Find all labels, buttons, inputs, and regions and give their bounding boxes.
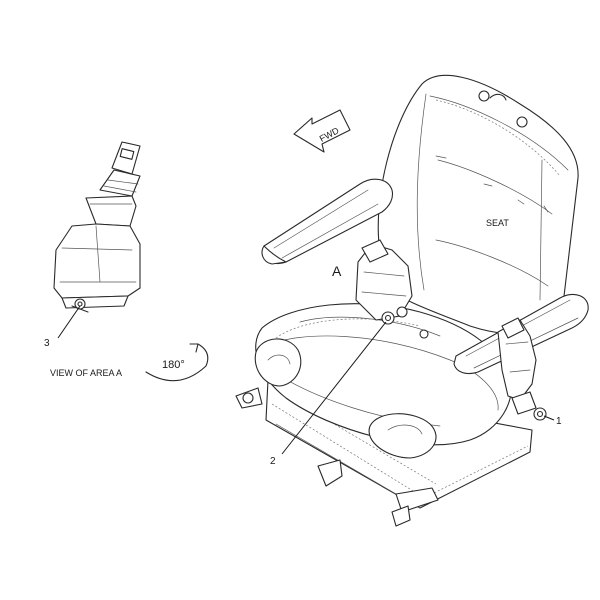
callout-1-leader	[543, 415, 555, 421]
forward-arrow-icon	[293, 109, 351, 153]
rotation-label: 180°	[162, 359, 185, 371]
rotation-arrow-icon	[145, 343, 209, 382]
callout-3-leader	[57, 305, 81, 339]
seat-illustration	[235, 74, 589, 527]
callout-2: 2	[270, 456, 276, 467]
retractor-detail-view	[53, 141, 141, 313]
view-of-area-a-label: VIEW OF AREA A	[50, 368, 122, 378]
area-a-label: A	[332, 263, 342, 279]
seat-label: SEAT	[486, 218, 509, 228]
callout-2-leader	[281, 321, 387, 455]
callout-3: 3	[44, 338, 50, 349]
callout-1: 1	[556, 416, 562, 427]
